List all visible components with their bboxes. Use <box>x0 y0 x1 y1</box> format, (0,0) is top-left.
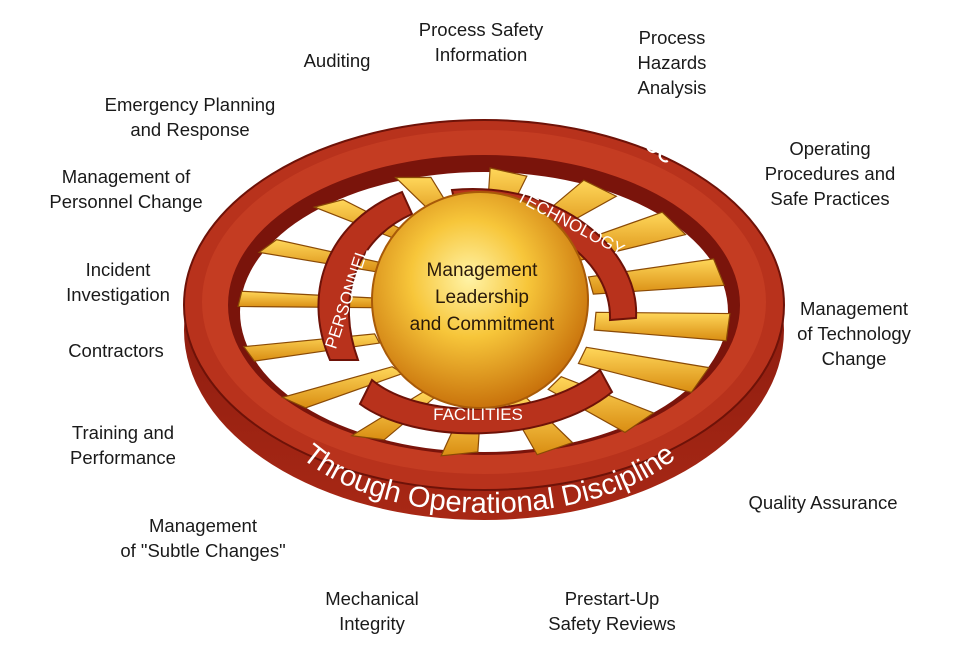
label-management-personnel-change: Management of Personnel Change <box>49 166 203 212</box>
label-auditing: Auditing <box>303 50 371 71</box>
label-training-performance: Training and Performance <box>70 422 176 468</box>
label-prestart-up: Prestart-Up Safety Reviews <box>548 588 676 634</box>
label-process-safety-information: Process Safety Information <box>418 19 544 65</box>
label-process-hazards-analysis: Process Hazards Analysis <box>637 27 707 98</box>
label-management-technology-change: Management of Technology Change <box>797 298 911 369</box>
spoke <box>577 346 710 394</box>
facilities-segment <box>358 368 614 435</box>
facilities-label: FACILITIES <box>433 405 523 424</box>
hub-line-2: Leadership <box>435 287 529 308</box>
hub-line-3: and Commitment <box>410 314 555 335</box>
label-contractors: Contractors <box>68 340 164 361</box>
hub-sphere <box>371 191 589 409</box>
label-emergency-planning: Emergency Planning and Response <box>104 94 276 140</box>
label-quality-assurance: Quality Assurance <box>748 492 898 513</box>
hub-line-1: Management <box>427 260 539 281</box>
label-operating-procedures: Operating Procedures and Safe Practices <box>764 138 896 209</box>
label-subtle-changes: Management of "Subtle Changes" <box>120 515 286 561</box>
personnel-segment <box>317 190 414 361</box>
label-mechanical-integrity: Mechanical Integrity <box>325 588 419 634</box>
label-incident-investigation: Incident Investigation <box>66 259 170 305</box>
